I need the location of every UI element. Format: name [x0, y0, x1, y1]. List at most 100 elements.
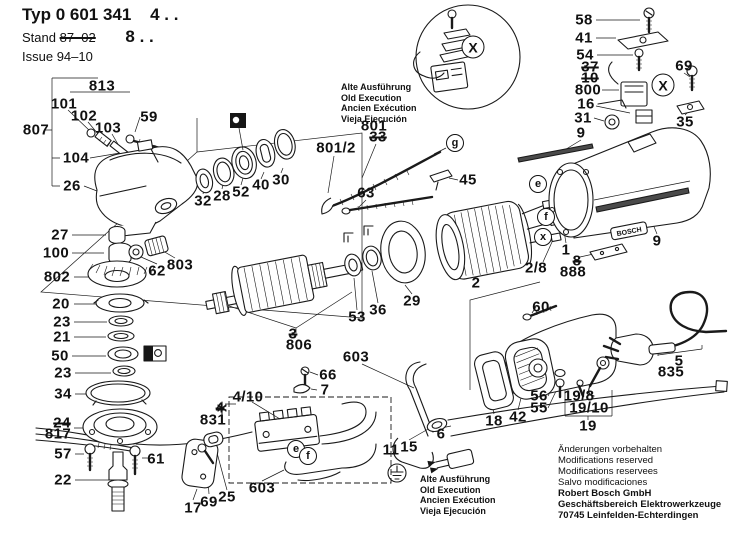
spindle-column-drawing: [83, 227, 166, 512]
part-label-603: 603: [248, 479, 276, 497]
part-label-31: 31: [574, 109, 592, 127]
part-label-603: 603: [342, 348, 370, 366]
part-label-102: 102: [70, 107, 98, 125]
part-label-11: 11: [382, 441, 400, 459]
part-label-23: 23: [54, 364, 72, 382]
callout-X: X: [651, 73, 675, 97]
part-label-2-8: 2/8: [524, 259, 548, 277]
part-label-53: 53: [348, 308, 366, 326]
stand-label: Stand: [22, 30, 56, 45]
type-header: Typ 0 601 341 4 . . Stand 87–02 8 . . Is…: [22, 5, 178, 64]
callout-e: e: [529, 175, 547, 193]
part-label-45: 45: [459, 171, 477, 189]
part-label-20: 20: [52, 295, 70, 313]
part-label-2: 2: [471, 274, 481, 292]
part-label-801: 801: [360, 117, 388, 135]
part-label-32: 32: [194, 192, 212, 210]
old-execution-note-line: Ancien Exécution: [341, 103, 417, 113]
notice-line: Modifications reserved: [558, 455, 654, 466]
part-label-57: 57: [54, 445, 72, 463]
part-label-55: 55: [530, 399, 548, 417]
notice-line: Salvo modificaciones: [558, 477, 648, 488]
stand-old-value: 87–02: [59, 30, 96, 45]
small-rings-drawing: [343, 218, 430, 286]
part-label-59: 59: [140, 108, 158, 126]
bearing-rings-drawing: [189, 113, 301, 194]
part-label-831: 831: [199, 411, 227, 429]
brush-plate-drawing: [181, 431, 224, 489]
issue-label: Issue: [22, 49, 54, 64]
part-label-19-8: 19/8: [563, 387, 595, 405]
part-label-21: 21: [53, 328, 71, 346]
part-label-56: 56: [530, 387, 548, 405]
old-execution-note-line: Old Execution: [341, 92, 402, 103]
part-label-18: 18: [485, 412, 503, 430]
part-label-802: 802: [43, 268, 71, 286]
old-execution-note-line: Old Execution: [420, 484, 481, 495]
connection-star-mark: [218, 404, 226, 412]
part-label-26: 26: [63, 177, 81, 195]
part-label-66: 66: [319, 366, 337, 384]
switch-assembly-drawing: [598, 8, 704, 129]
part-label-5: 5: [674, 352, 684, 370]
part-label-813: 813: [88, 77, 116, 95]
power-cord-drawing: [604, 292, 726, 365]
part-label-10: 10: [581, 69, 599, 87]
part-label-19-10: 19/10: [569, 399, 609, 417]
typ-value: 0 601 341: [55, 5, 132, 24]
handle-drawing: [473, 306, 616, 412]
part-label-835: 835: [657, 363, 685, 381]
part-label-100: 100: [42, 244, 70, 262]
gear-head-drawing: [87, 129, 198, 237]
part-label-16: 16: [577, 95, 595, 113]
part-label-37: 37: [581, 58, 599, 76]
part-label-4: 4: [215, 399, 225, 417]
part-label-41: 41: [575, 29, 593, 47]
part-label-36: 36: [369, 301, 387, 319]
cable-801-drawing: [322, 152, 452, 214]
part-label-42: 42: [509, 408, 527, 426]
part-label-103: 103: [94, 119, 122, 137]
part-label-15: 15: [400, 438, 418, 456]
brand-plate-text: BOSCH: [616, 226, 642, 238]
part-label-801-2: 801/2: [316, 139, 356, 157]
notice-line: Modifications reservees: [558, 466, 658, 477]
old-execution-note-line: Ancien Exécution: [420, 495, 496, 505]
part-label-8: 8: [572, 252, 582, 270]
old-execution-note-line: Alte Ausführung: [341, 82, 412, 92]
part-label-27: 27: [51, 226, 69, 244]
armature-drawing: [200, 242, 367, 322]
company-line: 70745 Leinfelden-Echterdingen: [558, 510, 699, 521]
callout-x: x: [534, 228, 552, 246]
part-label-61: 61: [147, 450, 165, 468]
part-label-35: 35: [676, 113, 694, 131]
part-label-6: 6: [436, 425, 446, 443]
pinion-drawing: [129, 235, 169, 259]
part-label-22: 22: [54, 471, 72, 489]
wiring-drawing: [36, 362, 727, 482]
part-label-54: 54: [576, 46, 594, 64]
part-label-52: 52: [232, 183, 250, 201]
part-label-25: 25: [218, 488, 236, 506]
part-label-60: 60: [532, 298, 550, 316]
part-label-58: 58: [575, 11, 593, 29]
part-label-104: 104: [62, 149, 90, 167]
part-label-3: 3: [288, 325, 298, 343]
part-label-4-10: 4/10: [232, 388, 264, 406]
part-label-24: 24: [53, 414, 71, 432]
part-label-7: 7: [320, 381, 330, 399]
part-label-40: 40: [252, 176, 270, 194]
part-label-69: 69: [675, 57, 693, 75]
part-label-9: 9: [576, 124, 586, 142]
old-execution-note-line: Vieja Ejecución: [420, 505, 486, 516]
company-line: Robert Bosch GmbH: [558, 488, 652, 499]
part-label-803: 803: [166, 256, 194, 274]
part-label-101: 101: [50, 95, 78, 113]
part-label-50: 50: [51, 347, 69, 365]
part-label-9: 9: [652, 232, 662, 250]
part-label-17: 17: [184, 499, 202, 517]
